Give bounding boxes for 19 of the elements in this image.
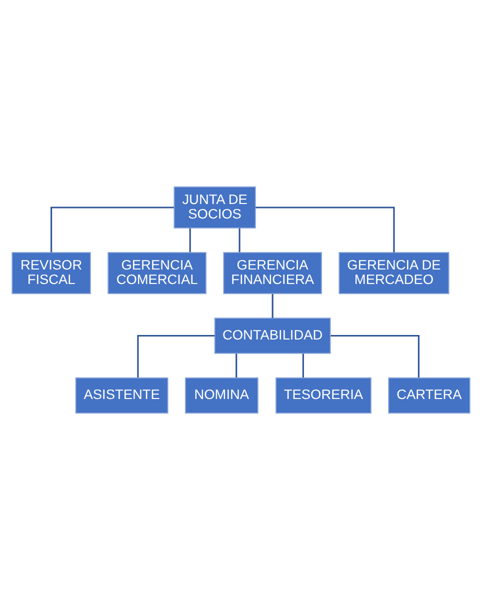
node-box: TESORERIA <box>276 376 372 414</box>
node-box: NOMINA <box>184 376 258 414</box>
connector <box>189 228 191 252</box>
connector <box>137 334 215 378</box>
node-box: CONTABILIDAD <box>214 317 331 354</box>
connector <box>330 334 420 378</box>
connector <box>255 206 395 252</box>
node-box: GERENCIA COMERCIAL <box>108 252 206 294</box>
connector <box>238 228 240 252</box>
node-box: REVISOR FISCAL <box>12 252 91 294</box>
node-box: ASISTENTE <box>75 376 168 414</box>
connector <box>50 206 174 252</box>
node-box: CARTERA <box>388 376 470 414</box>
connector <box>272 293 274 318</box>
node-box: JUNTA DE SOCIOS <box>174 186 256 228</box>
node-box: GERENCIA DE MERCADEO <box>338 252 450 294</box>
connector <box>236 353 238 378</box>
connector <box>302 353 304 378</box>
node-box: GERENCIA FINANCIERA <box>223 252 322 294</box>
